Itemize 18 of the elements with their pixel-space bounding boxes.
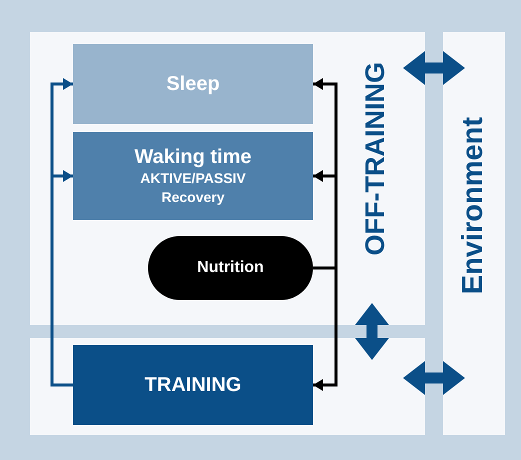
double-arrow (403, 361, 465, 395)
node-label: Nutrition (197, 259, 264, 277)
panel (30, 338, 425, 435)
panel-title: OFF-TRAINING (360, 62, 391, 256)
panel-title: Environment (457, 117, 490, 294)
node-label: Sleep (166, 72, 220, 96)
process-box (73, 345, 313, 425)
process-box (73, 132, 313, 220)
node-label: Waking time (134, 146, 252, 170)
panel (30, 32, 425, 325)
double-arrow (355, 303, 389, 360)
arrow (313, 266, 338, 391)
double-arrow (403, 51, 465, 85)
panel (443, 32, 505, 435)
arrow (313, 170, 338, 270)
node-subtitle: AKTIVE/PASSIV Recovery (139, 169, 247, 206)
node-label: TRAINING (144, 374, 242, 396)
process-box (73, 44, 313, 124)
